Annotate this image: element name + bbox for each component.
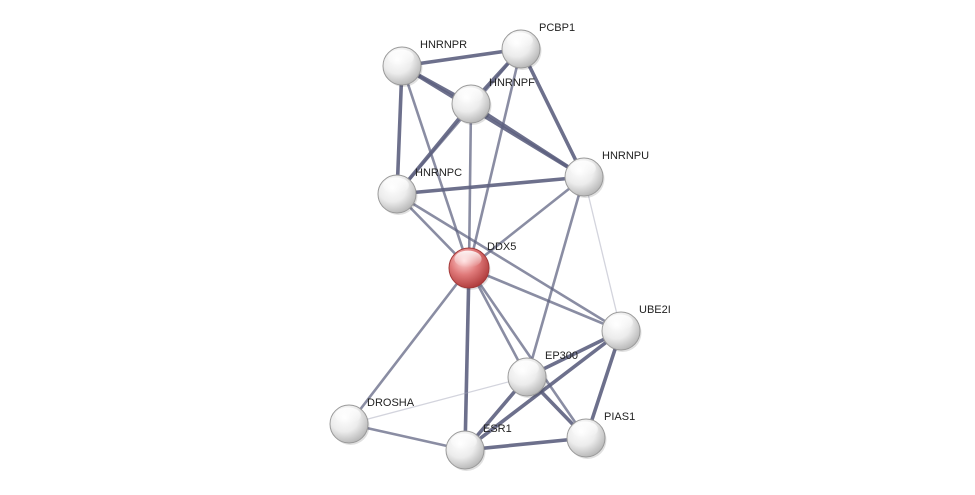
edge-hnrnpu-hnrnpc — [395, 175, 586, 196]
edge-esr1-pias1 — [463, 436, 588, 452]
node-label-pcbp1: PCBP1 — [539, 22, 575, 34]
edge-esr1-drosha — [347, 422, 467, 452]
node-label-hnrnpf: HNRNPF — [489, 77, 535, 89]
node-ddx5[interactable]: DDX5 — [448, 241, 516, 290]
node-label-ddx5: DDX5 — [487, 241, 516, 253]
node-label-pias1: PIAS1 — [604, 411, 635, 423]
node-label-ep300: EP300 — [545, 350, 578, 362]
node-gloss — [507, 32, 533, 49]
node-ube2i[interactable]: UBE2I — [601, 304, 671, 352]
edge-ddx5-drosha — [347, 266, 471, 426]
edge-pcbp1-ddx5 — [467, 47, 523, 270]
node-drosha[interactable]: DROSHA — [329, 397, 415, 445]
node-gloss — [383, 177, 409, 194]
edge-hnrnpu-ddx5 — [467, 175, 586, 270]
node-label-hnrnpr: HNRNPR — [420, 39, 467, 51]
node-pias1[interactable]: PIAS1 — [566, 411, 635, 459]
edge-hnrnpc-ube2i — [395, 192, 623, 333]
edge-ep300-drosha — [348, 376, 528, 425]
node-gloss — [457, 87, 483, 104]
node-gloss — [570, 160, 596, 177]
node-gloss — [607, 314, 633, 331]
node-gloss — [388, 49, 414, 66]
node-gloss — [454, 250, 482, 268]
node-pcbp1[interactable]: PCBP1 — [501, 22, 575, 70]
node-gloss — [451, 433, 477, 450]
edge-ddx5-esr1 — [463, 266, 471, 452]
edge-ddx5-ube2i — [467, 266, 623, 333]
node-hnrnpc[interactable]: HNRNPC — [377, 167, 462, 215]
edge-hnrnpu-ep300 — [525, 175, 586, 379]
node-label-drosha: DROSHA — [367, 397, 415, 409]
node-hnrnpr[interactable]: HNRNPR — [382, 39, 467, 87]
edge-hnrnpr-pcbp1 — [400, 47, 523, 68]
node-label-ube2i: UBE2I — [639, 304, 671, 316]
node-label-hnrnpu: HNRNPU — [602, 150, 649, 162]
edge-ddx5-ep300 — [467, 266, 529, 379]
node-esr1[interactable]: ESR1 — [445, 423, 512, 471]
node-label-esr1: ESR1 — [483, 423, 512, 435]
node-hnrnpf[interactable]: HNRNPF — [451, 77, 535, 125]
node-ep300[interactable]: EP300 — [507, 350, 578, 398]
edge-hnrnpr-hnrnpc — [395, 64, 404, 196]
edge-ddx5-pias1 — [467, 266, 588, 440]
node-gloss — [335, 407, 361, 424]
node-gloss — [513, 360, 539, 377]
edge-hnrnpr-ddx5 — [400, 64, 471, 270]
node-label-hnrnpc: HNRNPC — [415, 167, 462, 179]
edge-hnrnpf-hnrnpu — [469, 102, 586, 179]
edge-ube2i-esr1 — [463, 329, 623, 452]
edge-pcbp1-hnrnpu — [519, 47, 586, 179]
edge-hnrnpu-ube2i — [583, 176, 622, 332]
node-gloss — [572, 421, 598, 438]
node-hnrnpu[interactable]: HNRNPU — [564, 150, 649, 198]
